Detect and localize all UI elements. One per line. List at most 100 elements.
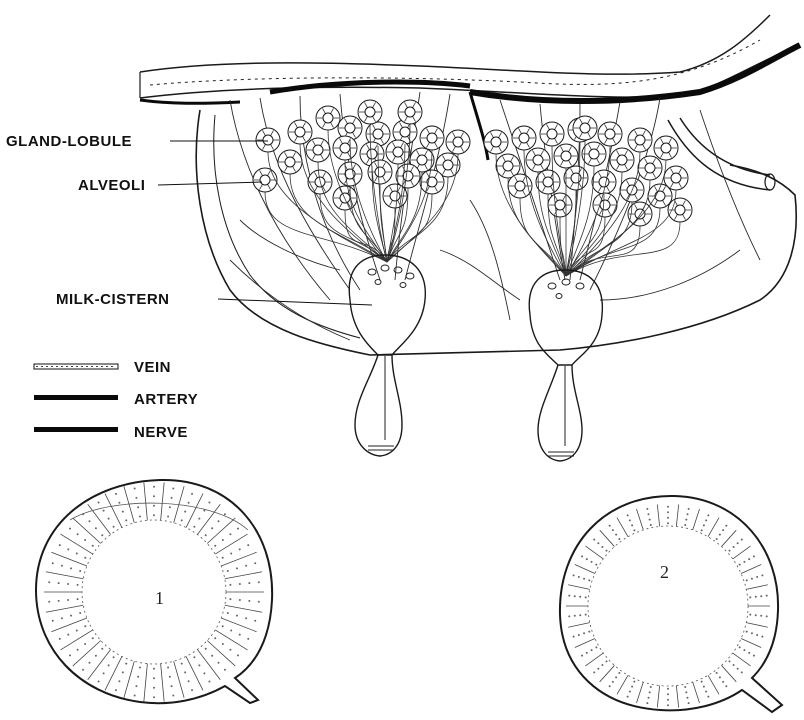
cell-wall (657, 505, 659, 527)
alveolus-icon (512, 126, 536, 150)
cell-dot (615, 534, 617, 536)
cell-wall (144, 482, 148, 520)
cell-dot (737, 542, 739, 544)
cell-dot (139, 516, 141, 518)
cell-dot (629, 519, 631, 521)
cell-dot (725, 525, 727, 527)
cell-dot (686, 697, 688, 699)
cell-dot (753, 555, 755, 557)
cell-dot (198, 518, 200, 520)
cell-dot (95, 655, 97, 657)
label-gland-lobule: GLAND-LOBULE (6, 133, 132, 150)
milk-cistern-right (529, 270, 602, 461)
cell-dot (108, 664, 110, 666)
cell-dot (122, 511, 124, 513)
alveolus-icon (598, 122, 622, 146)
cell-wall (186, 656, 203, 690)
cell-wall (575, 639, 595, 648)
cell-dot (153, 668, 155, 670)
cell-wall (657, 686, 659, 708)
cell-wall (746, 623, 768, 628)
cell-dot (135, 685, 137, 687)
cell-wall (174, 661, 184, 698)
alveolus-icon (564, 166, 588, 190)
leader-alveoli (158, 182, 262, 185)
cell-dot (52, 562, 54, 564)
cell-dot (76, 553, 78, 555)
cell-wall (197, 649, 220, 679)
cell-dot (618, 672, 620, 674)
alveolus-icon (316, 106, 340, 130)
cell-dot (701, 681, 703, 683)
cell-dot (222, 557, 224, 559)
cell-dot (188, 680, 190, 682)
cell-dot (229, 533, 231, 535)
cell-dot (667, 704, 669, 706)
cell-wall (568, 623, 590, 628)
cell-dot (593, 671, 595, 673)
cell-dot (707, 696, 709, 698)
cell-wall (636, 509, 643, 530)
cell-dot (646, 508, 648, 510)
cell-dot (229, 598, 231, 600)
cell-dot (108, 518, 110, 520)
cell-dot (595, 646, 597, 648)
cell-dot (248, 582, 250, 584)
alveolus-icon (358, 100, 382, 124)
alveolus-icon (610, 148, 634, 172)
cell-dot (134, 694, 136, 696)
label-alveoli: ALVEOLI (78, 177, 145, 194)
cell-dot (59, 544, 61, 546)
cell-dot (649, 519, 651, 521)
cell-dot (646, 702, 648, 704)
cell-wall (676, 686, 678, 708)
cell-wall (186, 494, 203, 528)
cell-wall (60, 534, 92, 554)
cell-dot (627, 696, 629, 698)
cell-wall (60, 630, 92, 650)
cell-dot (705, 691, 707, 693)
alveolus-icon (508, 174, 532, 198)
cell-dot (52, 620, 54, 622)
cell-dot (70, 615, 72, 617)
cell-dot (631, 524, 633, 526)
cell-dot (98, 502, 100, 504)
cell-dot (648, 697, 650, 699)
cell-dot (153, 495, 155, 497)
cell-dot (208, 502, 210, 504)
cell-dot (122, 671, 124, 673)
cell-dot (741, 671, 743, 673)
cell-dot (245, 617, 247, 619)
cell-dot (606, 660, 608, 662)
alveolus-icon (628, 128, 652, 152)
cell-dot (61, 617, 63, 619)
cell-dot (193, 656, 195, 658)
legend-artery-label: ARTERY (134, 391, 198, 408)
cell-dot (579, 614, 581, 616)
cell-dot (573, 574, 575, 576)
cell-dot (172, 694, 174, 696)
section-1-number: 1 (155, 588, 164, 608)
cell-dot (118, 680, 120, 682)
cell-dot (612, 529, 614, 531)
label-gland-lobule-group: GLAND-LOBULE (6, 133, 268, 150)
cell-dot (205, 648, 207, 650)
cell-dot (59, 638, 61, 640)
cell-dot (248, 600, 250, 602)
alveolus-icon (288, 120, 312, 144)
cell-dot (218, 520, 220, 522)
lumen-edge (588, 526, 748, 686)
cell-dot (761, 574, 763, 576)
cell-dot (153, 505, 155, 507)
alveolus-section-1: 1 (36, 480, 272, 703)
cell-dot (746, 579, 748, 581)
cell-dot (751, 632, 753, 634)
cell-dot (184, 511, 186, 513)
alveolus-section-2: 2 (560, 496, 782, 712)
cell-wall (46, 572, 83, 579)
cell-dot (739, 564, 741, 566)
cell-dot (76, 629, 78, 631)
cell-dot (169, 676, 171, 678)
cell-dot (649, 691, 651, 693)
cell-wall (144, 664, 148, 702)
